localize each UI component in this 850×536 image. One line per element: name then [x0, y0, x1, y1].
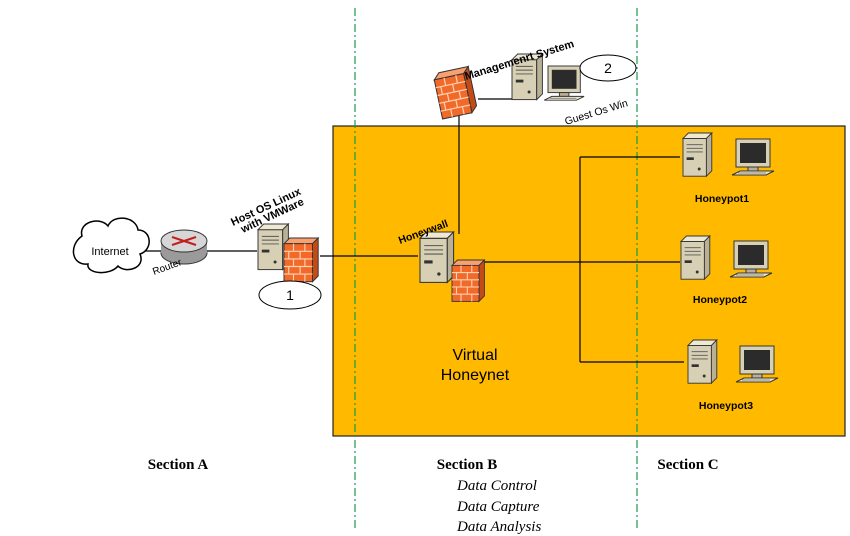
marker-1: 1 — [258, 280, 322, 310]
guest-os-label: Guest Os Win — [563, 97, 629, 128]
section-b-label: Section B — [437, 457, 497, 473]
section-b-item-data-analysis: Data Analysis — [456, 519, 541, 535]
honeypot-3: Honeypot3 — [687, 339, 779, 412]
honeypot-2: Honeypot2 — [680, 235, 773, 306]
marker-2: 2 — [579, 54, 637, 82]
management-monitor-icon — [543, 65, 585, 101]
virtual-honeynet-area — [332, 125, 846, 437]
internet-label: Internet — [91, 246, 128, 258]
honeypot-3-label: Honeypot3 — [699, 400, 753, 412]
virtual-honeynet-label-line1: Virtual — [452, 347, 497, 364]
host-firewall-icon — [283, 237, 319, 283]
internet-cloud: Internet — [72, 217, 150, 274]
section-b-item-data-control: Data Control — [456, 478, 537, 494]
host-os-server: Host OS Linux with VMWare — [229, 185, 319, 283]
section-b-item-data-capture: Data Capture — [456, 499, 540, 515]
marker-1-label: 1 — [286, 287, 294, 303]
marker-2-label: 2 — [604, 60, 612, 76]
honeypot-1-label: Honeypot1 — [695, 193, 749, 205]
virtual-honeynet-label-line2: Honeynet — [441, 367, 510, 384]
connection-lines — [137, 98, 684, 363]
honeypot-2-label: Honeypot2 — [693, 294, 747, 306]
router: Router — [151, 229, 208, 278]
management-system: Managemenrt System Guest Os Win — [463, 38, 629, 128]
honeypot-1: Honeypot1 — [682, 132, 775, 205]
honeywall-firewall-icon — [451, 259, 485, 302]
section-a-label: Section A — [148, 457, 209, 473]
section-c-label: Section C — [657, 457, 718, 473]
